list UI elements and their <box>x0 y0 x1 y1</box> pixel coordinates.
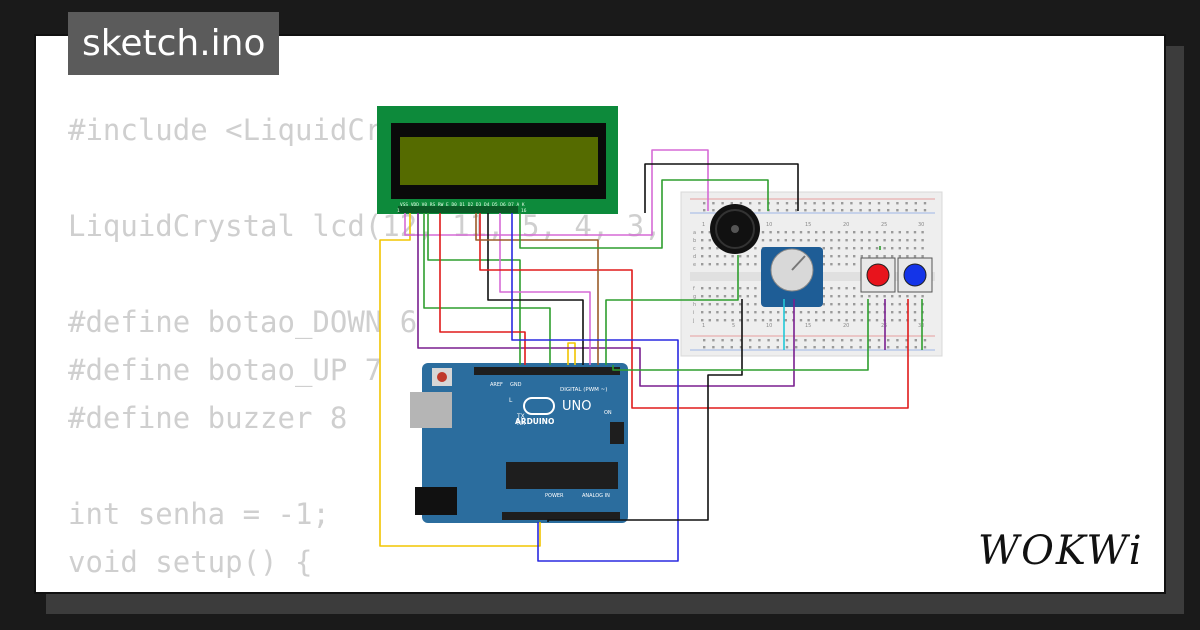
svg-text:ANALOG IN: ANALOG IN <box>582 493 610 499</box>
svg-text:AREF: AREF <box>490 382 503 388</box>
svg-text:h: h <box>693 302 696 308</box>
svg-text:15: 15 <box>805 323 811 329</box>
uno-label: UNO <box>562 399 591 414</box>
code-line: void setup() { <box>68 545 313 579</box>
svg-text:30: 30 <box>918 323 924 329</box>
svg-text:e: e <box>693 262 696 268</box>
wire-black-2 <box>644 163 799 213</box>
svg-text:RX: RX <box>517 420 525 427</box>
breadboard-row-letters: a b c d e f g h i j <box>692 230 696 324</box>
arduino-brand-label: ARDUINO <box>515 417 554 426</box>
svg-text:10: 10 <box>766 323 772 329</box>
filename-tab[interactable]: sketch.ino <box>68 12 280 75</box>
wire-green-4 <box>612 299 869 371</box>
svg-text:d: d <box>693 254 696 260</box>
icsp-header <box>610 422 624 444</box>
wire-red-1 <box>439 213 526 365</box>
svg-text:1: 1 <box>702 222 705 228</box>
wire-green-2 <box>427 213 521 365</box>
power-jack <box>415 487 457 515</box>
lcd-pin-index-start: 1 <box>397 208 400 214</box>
svg-text:L: L <box>509 397 513 404</box>
svg-text:b: b <box>693 238 696 244</box>
wires <box>379 149 923 562</box>
push-button-right[interactable] <box>897 257 933 293</box>
lcd-pin-header <box>398 206 518 213</box>
svg-text:10: 10 <box>766 222 772 228</box>
reset-button[interactable] <box>437 372 447 382</box>
svg-text:j: j <box>692 318 694 324</box>
code-line: int senha = -1; <box>68 497 330 531</box>
svg-text:15: 15 <box>805 222 811 228</box>
potentiometer[interactable] <box>761 247 823 307</box>
lcd-pin-index-end: 16 <box>521 208 527 214</box>
wire-magenta-vdd <box>404 149 709 236</box>
svg-text:i: i <box>693 310 694 316</box>
wire-purple <box>417 213 795 387</box>
digital-header <box>474 367 620 375</box>
arduino-uno-board[interactable]: AREF GND DIGITAL (PWM ~) L TX RX UNO ARD… <box>410 363 628 523</box>
svg-text:GND: GND <box>510 382 522 388</box>
wire-blue <box>511 213 679 562</box>
usb-port <box>410 392 452 428</box>
code-line: #define botao_DOWN 6 <box>68 305 418 339</box>
wire-yellow-2 <box>567 342 576 365</box>
svg-text:a: a <box>693 230 696 236</box>
svg-text:c: c <box>693 246 696 252</box>
svg-text:g: g <box>693 294 696 300</box>
svg-text:25: 25 <box>881 323 887 329</box>
wire-red-2 <box>479 213 909 409</box>
wire-black-1 <box>487 213 584 365</box>
svg-text:1: 1 <box>702 323 705 329</box>
svg-text:ON: ON <box>604 410 612 416</box>
wire-black-3 <box>547 299 743 522</box>
push-button-left[interactable] <box>860 257 896 293</box>
code-line: #define botao_UP 7 <box>68 353 383 387</box>
lcd-pin-labels: VSS VDD V0 RS RW E D0 D1 D2 D3 D4 D5 D6 … <box>400 202 525 208</box>
buzzer[interactable] <box>710 204 760 254</box>
wire-magenta-2 <box>499 213 591 365</box>
code-line: #define buzzer 8 <box>68 401 348 435</box>
wire-green-1 <box>423 213 551 365</box>
svg-text:f: f <box>693 286 695 292</box>
svg-text:30: 30 <box>918 222 924 228</box>
digital-label: DIGITAL (PWM ~) <box>560 387 607 393</box>
svg-text:5: 5 <box>732 323 735 329</box>
atmega-chip <box>506 462 618 489</box>
wokwi-logo: WOKWi <box>978 528 1144 574</box>
svg-text:20: 20 <box>843 222 849 228</box>
wire-green-3 <box>519 179 769 249</box>
lcd-display[interactable]: VSS VDD V0 RS RW E D0 D1 D2 D3 D4 D5 D6 … <box>377 106 618 214</box>
code-line: LiquidCrystal lcd(12, 11, 5, 4, 3, 2); <box>68 209 732 243</box>
svg-text:POWER: POWER <box>545 493 564 499</box>
wire-green-buzzer <box>605 255 739 365</box>
arduino-infinity-logo <box>523 397 555 415</box>
power-analog-header <box>502 512 620 520</box>
svg-text:25: 25 <box>881 222 887 228</box>
svg-text:20: 20 <box>843 323 849 329</box>
svg-text:TX: TX <box>516 413 525 420</box>
wire-brown <box>475 213 599 365</box>
